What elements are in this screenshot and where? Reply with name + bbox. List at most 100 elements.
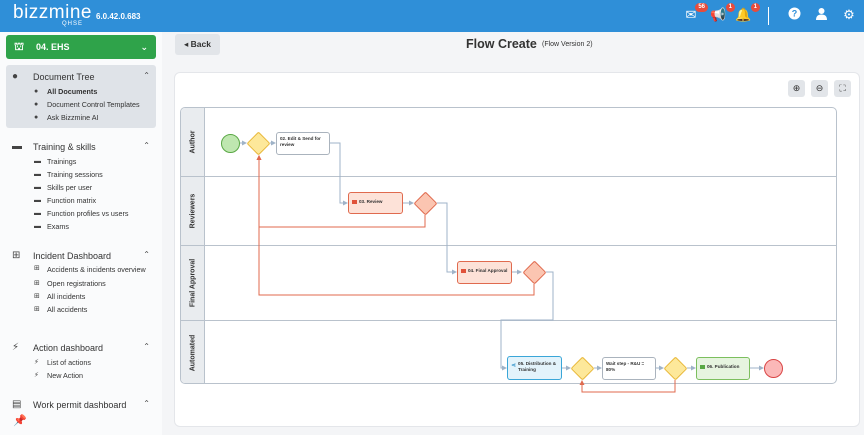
reject-flow-line — [256, 155, 535, 296]
item-label: Training sessions — [47, 170, 103, 179]
section-title-incident[interactable]: ⊞ Incident Dashboard ⌃ — [6, 248, 156, 264]
sidebar-item-all-documents[interactable]: ●All Documents — [6, 85, 156, 98]
sidebar-item-trainings[interactable]: ▬Trainings — [6, 155, 156, 168]
bell-icon[interactable]: 🔔1 — [735, 3, 760, 23]
item-label: All incidents — [47, 292, 86, 301]
chevron-up-icon: ⌃ — [143, 71, 150, 80]
document-icon — [352, 199, 357, 204]
back-arrow-icon: ◂ — [184, 39, 191, 49]
task-label: 02. Edit & Send for review — [280, 136, 321, 147]
section-title-text: Document Tree — [33, 72, 95, 82]
module-selector[interactable]: ⛫ 04. EHS ⌄ — [6, 35, 156, 59]
start-event[interactable] — [221, 134, 240, 153]
section-incident-dashboard: ⊞ Incident Dashboard ⌃ ⊞ Accidents & inci… — [6, 248, 156, 316]
lane-divider — [181, 176, 836, 177]
gear-icon[interactable]: ⚙ — [843, 7, 855, 22]
lane-divider — [181, 245, 836, 246]
item-label: Function matrix — [47, 196, 97, 205]
sidebar-item-function-matrix[interactable]: ▬ Function matrix — [6, 194, 156, 207]
section-title-action[interactable]: ⚡ Action dashboard ⌃ — [6, 340, 156, 356]
sidebar-item-ask-bizzmine-ai[interactable]: ●Ask Bizzmine AI — [6, 111, 156, 124]
section-training: ▬ Training & skills ⌃ ▬Trainings ▬ Traini… — [6, 139, 156, 233]
briefcase-icon: ▬ — [34, 158, 41, 165]
end-event[interactable] — [764, 359, 783, 378]
task-label: 03. Review — [359, 198, 383, 204]
zoom-out-icon[interactable]: ⊖ — [811, 80, 828, 97]
chevron-up-icon: ⌃ — [143, 250, 150, 259]
section-title-text: Action dashboard — [33, 343, 104, 353]
flow-line — [437, 202, 457, 275]
fit-screen-icon[interactable]: ⛶ — [834, 80, 851, 97]
sidebar-item-skills-per-user[interactable]: ▬Skills per user — [6, 181, 156, 194]
permit-icon: ▤ — [12, 399, 22, 410]
task-distribution-training[interactable]: ⋖05. Distribution & Training — [507, 356, 562, 380]
sidebar-item-training-sessions[interactable]: ▬ Training sessions — [6, 168, 156, 181]
zoom-in-icon[interactable]: ⊕ — [788, 80, 805, 97]
app-logo-subtitle: QHSE — [62, 21, 84, 27]
task-edit-send-review[interactable]: 02. Edit & Send for review — [276, 132, 330, 155]
lane-automated: Automated — [181, 320, 205, 383]
topbar-divider — [768, 7, 769, 25]
module-label: 04. EHS — [36, 42, 70, 52]
item-label: Ask Bizzmine AI — [47, 113, 99, 122]
section-title-training[interactable]: ▬ Training & skills ⌃ — [6, 139, 156, 155]
section-document-tree: ● Document Tree ⌃ ●All Documents ●Docume… — [6, 65, 156, 128]
sidebar-item-function-profiles[interactable]: ▬ Function profiles vs users — [6, 207, 156, 220]
briefcase-icon: ▬ — [34, 197, 41, 204]
item-label: Document Control Templates — [47, 100, 140, 109]
mail-badge: 56 — [695, 3, 708, 12]
reject-flow-line — [579, 380, 676, 393]
sidebar-item-open-registrations[interactable]: ⊞Open registrations — [6, 277, 156, 290]
section-title-work-permit[interactable]: ▤ Work permit dashboard ⌃ — [6, 397, 156, 413]
help-icon[interactable]: ? — [786, 7, 802, 23]
megaphone-icon[interactable]: 📢1 — [710, 3, 735, 23]
sidebar-item-exams[interactable]: ▬ Exams — [6, 220, 156, 233]
lane-final-approval: Final Approval — [181, 245, 205, 320]
chevron-up-icon: ⌃ — [143, 342, 150, 351]
announce-badge: 1 — [725, 3, 735, 12]
item-label: Accidents & incidents overview — [47, 265, 146, 274]
back-button[interactable]: ◂ Back — [175, 34, 220, 55]
task-label: 04. Final Approval — [468, 268, 508, 274]
task-label: Wait step - R&U = 80% — [606, 361, 645, 372]
sidebar-item-new-action[interactable]: ⚡ New Action — [6, 369, 156, 382]
user-icon[interactable] — [813, 7, 829, 23]
sidebar-item-accidents-overview[interactable]: ⊞ Accidents & incidents overview — [6, 264, 156, 277]
task-review[interactable]: 03. Review — [348, 192, 403, 214]
sidebar-item-document-control-templates[interactable]: ●Document Control Templates — [6, 98, 156, 111]
first-aid-icon: ⊞ — [34, 265, 40, 272]
sidebar-item-all-accidents[interactable]: ⊞All accidents — [6, 303, 156, 316]
item-label: Exams — [47, 222, 69, 231]
pin-icon[interactable]: 📌 — [13, 415, 27, 427]
tree-icon: ● — [12, 71, 19, 82]
task-final-approval[interactable]: 04. Final Approval — [457, 261, 512, 284]
task-publication[interactable]: 06. Publication — [696, 357, 750, 380]
sidebar-item-all-incidents[interactable]: ⊞All incidents — [6, 290, 156, 303]
sidebar-item-list-of-actions[interactable]: ⚡ List of actions — [6, 356, 156, 369]
chevron-up-icon: ⌃ — [143, 141, 150, 150]
flow-line — [500, 271, 554, 371]
briefcase-icon: ▬ — [34, 223, 41, 230]
section-action-dashboard: ⚡ Action dashboard ⌃ ⚡ List of actions ⚡ N… — [6, 340, 156, 382]
section-title-text: Training & skills — [33, 142, 96, 152]
item-label: New Action — [47, 371, 83, 380]
lane-reviewers: Reviewers — [181, 176, 205, 245]
section-work-permit: ▤ Work permit dashboard ⌃ — [6, 397, 156, 413]
task-label: 06. Publication — [707, 364, 740, 370]
first-aid-icon: ⊞ — [34, 280, 40, 287]
back-label: Back — [190, 39, 211, 49]
mail-icon[interactable]: ✉56 — [683, 3, 708, 23]
section-title-text: Incident Dashboard — [33, 251, 112, 261]
lightning-icon: ⚡ — [34, 359, 39, 366]
item-label: List of actions — [47, 358, 91, 367]
task-wait-step[interactable]: Wait step - R&U = 80% — [602, 357, 656, 380]
app-logo[interactable]: bizzmine — [13, 2, 92, 23]
section-title-text: Work permit dashboard — [33, 400, 127, 410]
section-title-document-tree[interactable]: ● Document Tree ⌃ — [6, 69, 156, 85]
lightning-icon: ⚡ — [34, 372, 39, 379]
item-label: Function profiles vs users — [47, 209, 129, 218]
briefcase-icon: ▬ — [34, 171, 41, 178]
lane-author: Author — [181, 108, 205, 176]
briefcase-icon: ▬ — [34, 210, 41, 217]
